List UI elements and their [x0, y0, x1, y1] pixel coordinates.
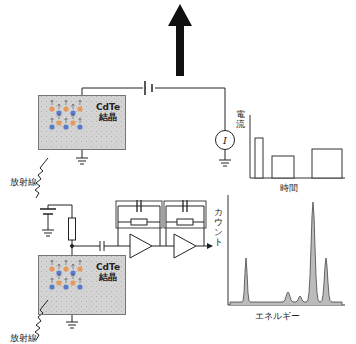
ammeter: I	[215, 130, 235, 150]
readout-circuit	[40, 200, 212, 328]
text-label: エネルギー	[255, 310, 300, 323]
battery-symbol	[145, 81, 152, 95]
carrier	[63, 106, 68, 111]
drift-arrow	[72, 104, 75, 109]
carrier	[77, 266, 82, 271]
drift-arrow	[72, 264, 75, 269]
axis-label: 電流	[236, 110, 245, 130]
carrier	[49, 284, 54, 289]
crystal-fill	[38, 255, 126, 315]
carrier	[63, 284, 68, 289]
amplifier-symbol	[174, 234, 196, 258]
carrier	[63, 266, 68, 271]
drift-arrow	[58, 274, 61, 279]
drift-arrow	[65, 118, 68, 123]
text-label: 放射線	[10, 176, 37, 189]
text-label: 時間	[280, 182, 298, 195]
up-arrow	[168, 4, 192, 76]
drift-arrow	[72, 114, 75, 119]
resistor-symbol	[69, 218, 76, 240]
carrier	[56, 120, 61, 125]
drift-arrow	[51, 100, 54, 105]
current-chart	[250, 115, 345, 178]
drift-arrow	[51, 278, 54, 283]
crystal-fill	[38, 95, 126, 150]
cdte-crystal: CdTe 結晶	[38, 95, 126, 150]
drift-arrow	[65, 278, 68, 283]
cdte-crystal: CdTe 結晶	[38, 255, 126, 315]
carrier	[77, 284, 82, 289]
node-label: CdTe 結晶	[96, 262, 120, 283]
drift-arrow	[58, 104, 61, 109]
carrier	[77, 106, 82, 111]
carrier	[49, 124, 54, 129]
drift-arrow	[58, 264, 61, 269]
drift-arrow	[58, 114, 61, 119]
drift-arrow	[51, 118, 54, 123]
amplifier-symbol	[130, 234, 152, 258]
carrier	[49, 106, 54, 111]
carrier	[70, 280, 75, 285]
drift-arrow	[79, 100, 82, 105]
drift-arrow	[79, 278, 82, 283]
node-label: I	[223, 135, 227, 146]
drift-arrow	[65, 260, 68, 265]
wires	[35, 150, 231, 340]
drift-arrow	[51, 260, 54, 265]
node-label: CdTe 結晶	[96, 102, 120, 123]
carrier	[56, 280, 61, 285]
carrier	[77, 124, 82, 129]
axis-label: カウント	[214, 208, 223, 248]
charge-carriers	[49, 100, 82, 290]
drift-arrow	[79, 260, 82, 265]
carrier	[70, 120, 75, 125]
text-label: 放射線	[10, 332, 37, 344]
drift-arrow	[79, 118, 82, 123]
battery-symbol	[40, 209, 56, 214]
drift-arrow	[65, 100, 68, 105]
carrier	[63, 124, 68, 129]
spectrum-chart	[228, 195, 345, 305]
drift-arrow	[72, 274, 75, 279]
carrier	[49, 266, 54, 271]
